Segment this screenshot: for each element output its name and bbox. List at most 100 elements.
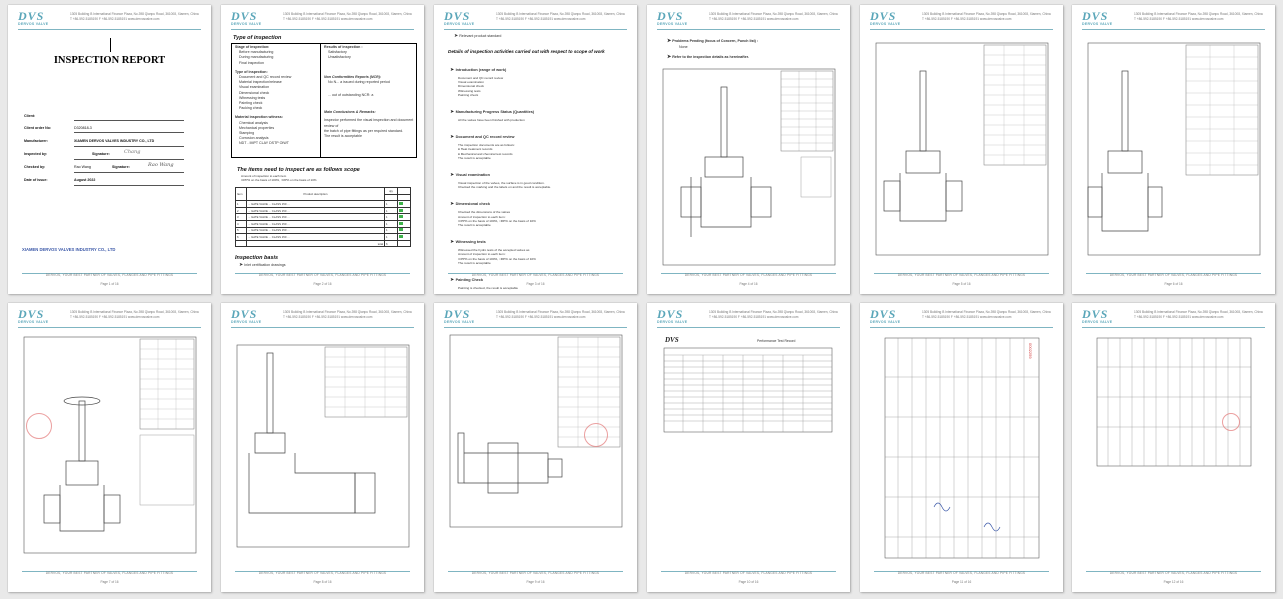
page-thumbnail-4[interactable]: DVS DERVOS VALVE 1305 Building B Interna…	[647, 5, 850, 294]
record-logo: DVS	[665, 336, 679, 344]
arrow-bullet-icon: ➤	[450, 277, 456, 284]
valve-drawing	[1087, 42, 1261, 256]
red-seal-stamp	[584, 423, 608, 447]
page-thumbnail-11[interactable]: DVS DERVOS VALVE 1305 Building B Interna…	[860, 303, 1063, 592]
problems-pending-item: ➤ Problems Pending (focus of Concern, Pu…	[667, 38, 759, 44]
page-footer: DERVOS, YOUR BEST PARTNER OF VALVES, FLA…	[434, 571, 637, 584]
status-green-icon	[399, 201, 403, 205]
company-logo: DVS	[231, 307, 258, 321]
page-thumbnail-7[interactable]: DVS DERVOS VALVE 1305 Building B Interna…	[8, 303, 211, 592]
page-number: Page 1 of 16	[100, 282, 119, 286]
page-footer: DERVOS, YOUR BEST PARTNER OF VALVES, FLA…	[221, 571, 424, 584]
company-address: 1305 Building B International Finance Pl…	[709, 12, 838, 21]
valve-drawing	[23, 336, 197, 554]
company-logo-subtitle: DERVOS VALVE	[1082, 22, 1113, 26]
company-logo-subtitle: DERVOS VALVE	[231, 320, 262, 324]
section-line: Dimensional check	[458, 84, 484, 89]
section-title: Document and QC record review	[455, 135, 515, 140]
company-logo-subtitle: DERVOS VALVE	[231, 22, 262, 26]
page-header: DVS DERVOS VALVE 1305 Building B Interna…	[1072, 303, 1275, 325]
refer-details-item: ➤ Refer to the inspection details as her…	[667, 54, 749, 60]
page-header: DVS DERVOS VALVE 1305 Building B Interna…	[860, 303, 1063, 325]
page-footer: DERVOS, YOUR BEST PARTNER OF VALVES, FLA…	[8, 571, 211, 584]
checked-by-label: Checked by:	[24, 165, 46, 169]
company-logo-subtitle: DERVOS VALVE	[444, 320, 475, 324]
date-line	[74, 185, 184, 186]
page-number: Page 4 of 16	[739, 282, 758, 286]
table-row: 2... GATE VALVE ... CLASS 150 ...1	[235, 206, 411, 215]
status-green-icon	[399, 221, 403, 225]
rotated-certificate-table	[1096, 337, 1252, 467]
section-title: Introduction (range of work)	[455, 68, 507, 72]
table-row: 5... GATE VALVE ... CLASS 150 ...1	[235, 226, 411, 235]
page-thumbnail-12[interactable]: DVS DERVOS VALVE 1305 Building B Interna…	[1072, 303, 1275, 592]
footer-divider	[874, 571, 1049, 572]
company-logo: DVS	[1082, 307, 1109, 321]
section-line: Painting check	[458, 92, 479, 97]
arrow-bullet-icon: ➤	[450, 109, 456, 116]
section-line: All the valves have been finished with p…	[458, 118, 525, 123]
page-thumbnail-3[interactable]: DVS DERVOS VALVE 1305 Building B Interna…	[434, 5, 637, 294]
page-thumbnail-1[interactable]: DVS DERVOS VALVE 1305 Building B Interna…	[8, 5, 211, 294]
section-line: Amount of inspection to each item:	[458, 252, 506, 257]
page-header: DVS DERVOS VALVE 1305 Building B Interna…	[647, 303, 850, 325]
section-line: Document and QC record review	[458, 76, 504, 80]
checked-by-value: Rao Wang	[74, 165, 91, 169]
page-footer: DERVOS, YOUR BEST PARTNER OF VALVES, FLA…	[860, 273, 1063, 286]
status-green-icon	[399, 234, 403, 238]
company-address: 1305 Building B International Finance Pl…	[496, 12, 625, 21]
page-thumbnail-5[interactable]: DVS DERVOS VALVE 1305 Building B Interna…	[860, 5, 1063, 294]
page-number: Page 9 of 16	[526, 580, 545, 584]
section-line: ⊙PP% on the basis of 100%, ○RP% on the b…	[458, 256, 536, 261]
company-address: 1305 Building B International Finance Pl…	[922, 12, 1051, 21]
arrow-bullet-icon: ➤	[450, 172, 456, 179]
page-thumbnail-2[interactable]: DVS DERVOS VALVE 1305 Building B Interna…	[221, 5, 424, 294]
checker-signature: Rao Wang	[148, 162, 174, 168]
page-number: Page 11 of 16	[951, 580, 972, 584]
table-row: 4... GATE VALVE ... CLASS 150 ...1	[235, 219, 411, 228]
rotated-test-record	[884, 337, 1040, 559]
page-number: Page 6 of 16	[1164, 282, 1183, 286]
header-divider	[18, 29, 201, 30]
page-header: DVS DERVOS VALVE 1305 Building B Interna…	[1072, 5, 1275, 27]
company-logo: DVS	[18, 9, 45, 23]
company-logo-subtitle: DERVOS VALVE	[870, 22, 901, 26]
footer-divider	[448, 571, 623, 572]
page-thumbnail-10[interactable]: DVS DERVOS VALVE 1305 Building B Interna…	[647, 303, 850, 592]
section-title: Visual examination	[455, 173, 490, 178]
table-row: 3... GATE VALVE ... CLASS 150 ...1	[235, 213, 411, 221]
company-logo: DVS	[870, 9, 897, 23]
company-logo-subtitle: DERVOS VALVE	[1082, 320, 1113, 324]
page-thumbnail-8[interactable]: DVS DERVOS VALVE 1305 Building B Interna…	[221, 303, 424, 592]
page-thumbnail-6[interactable]: DVS DERVOS VALVE 1305 Building B Interna…	[1072, 5, 1275, 294]
section-line: Visual examination	[458, 80, 484, 85]
stage-of-inspection: Stage of inspection: Before manufacturin…	[235, 45, 292, 146]
company-logo: DVS	[444, 9, 471, 23]
page-number: Page 5 of 16	[952, 282, 971, 286]
inspection-basis-item: ➤ Inlet certification drawings	[239, 262, 286, 268]
company-logo-subtitle: DERVOS VALVE	[657, 320, 688, 324]
page-footer: DERVOS, YOUR BEST PARTNER OF VALVES, FLA…	[860, 571, 1063, 584]
section-line: The inspection documents are as follows:	[458, 143, 515, 148]
header-divider	[870, 29, 1053, 30]
client-order-value: D320818-3	[74, 126, 92, 130]
manufacturer-line	[74, 146, 184, 147]
record-number: 0002259	[1028, 343, 1033, 359]
page-number: Page 7 of 16	[100, 580, 119, 584]
section-line: The result is acceptable	[458, 223, 491, 228]
page-thumbnail-9[interactable]: DVS DERVOS VALVE 1305 Building B Interna…	[434, 303, 637, 592]
section-line: Checked the marking and the labels on an…	[458, 185, 552, 190]
page-footer: DERVOS, YOUR BEST PARTNER OF VALVES, FLA…	[221, 273, 424, 286]
section-line: ● Heat treatment records	[458, 147, 493, 152]
section-line: Amount of inspection to each item:	[458, 214, 506, 219]
page-number: Page 2 of 16	[313, 282, 332, 286]
inspected-by-label: Inspected by:	[24, 152, 48, 156]
section-line: Visual inspection of the valves, the sur…	[458, 181, 545, 186]
company-logo: DVS	[1082, 9, 1109, 23]
company-address: 1305 Building B International Finance Pl…	[283, 12, 412, 21]
details-heading: Details of inspection activities carried…	[448, 49, 605, 54]
section-title: Witnessing tests	[455, 240, 486, 245]
page-header: DVS DERVOS VALVE 1305 Building B Interna…	[434, 303, 637, 325]
page-footer: DERVOS, YOUR BEST PARTNER OF VALVES, FLA…	[1072, 571, 1275, 584]
